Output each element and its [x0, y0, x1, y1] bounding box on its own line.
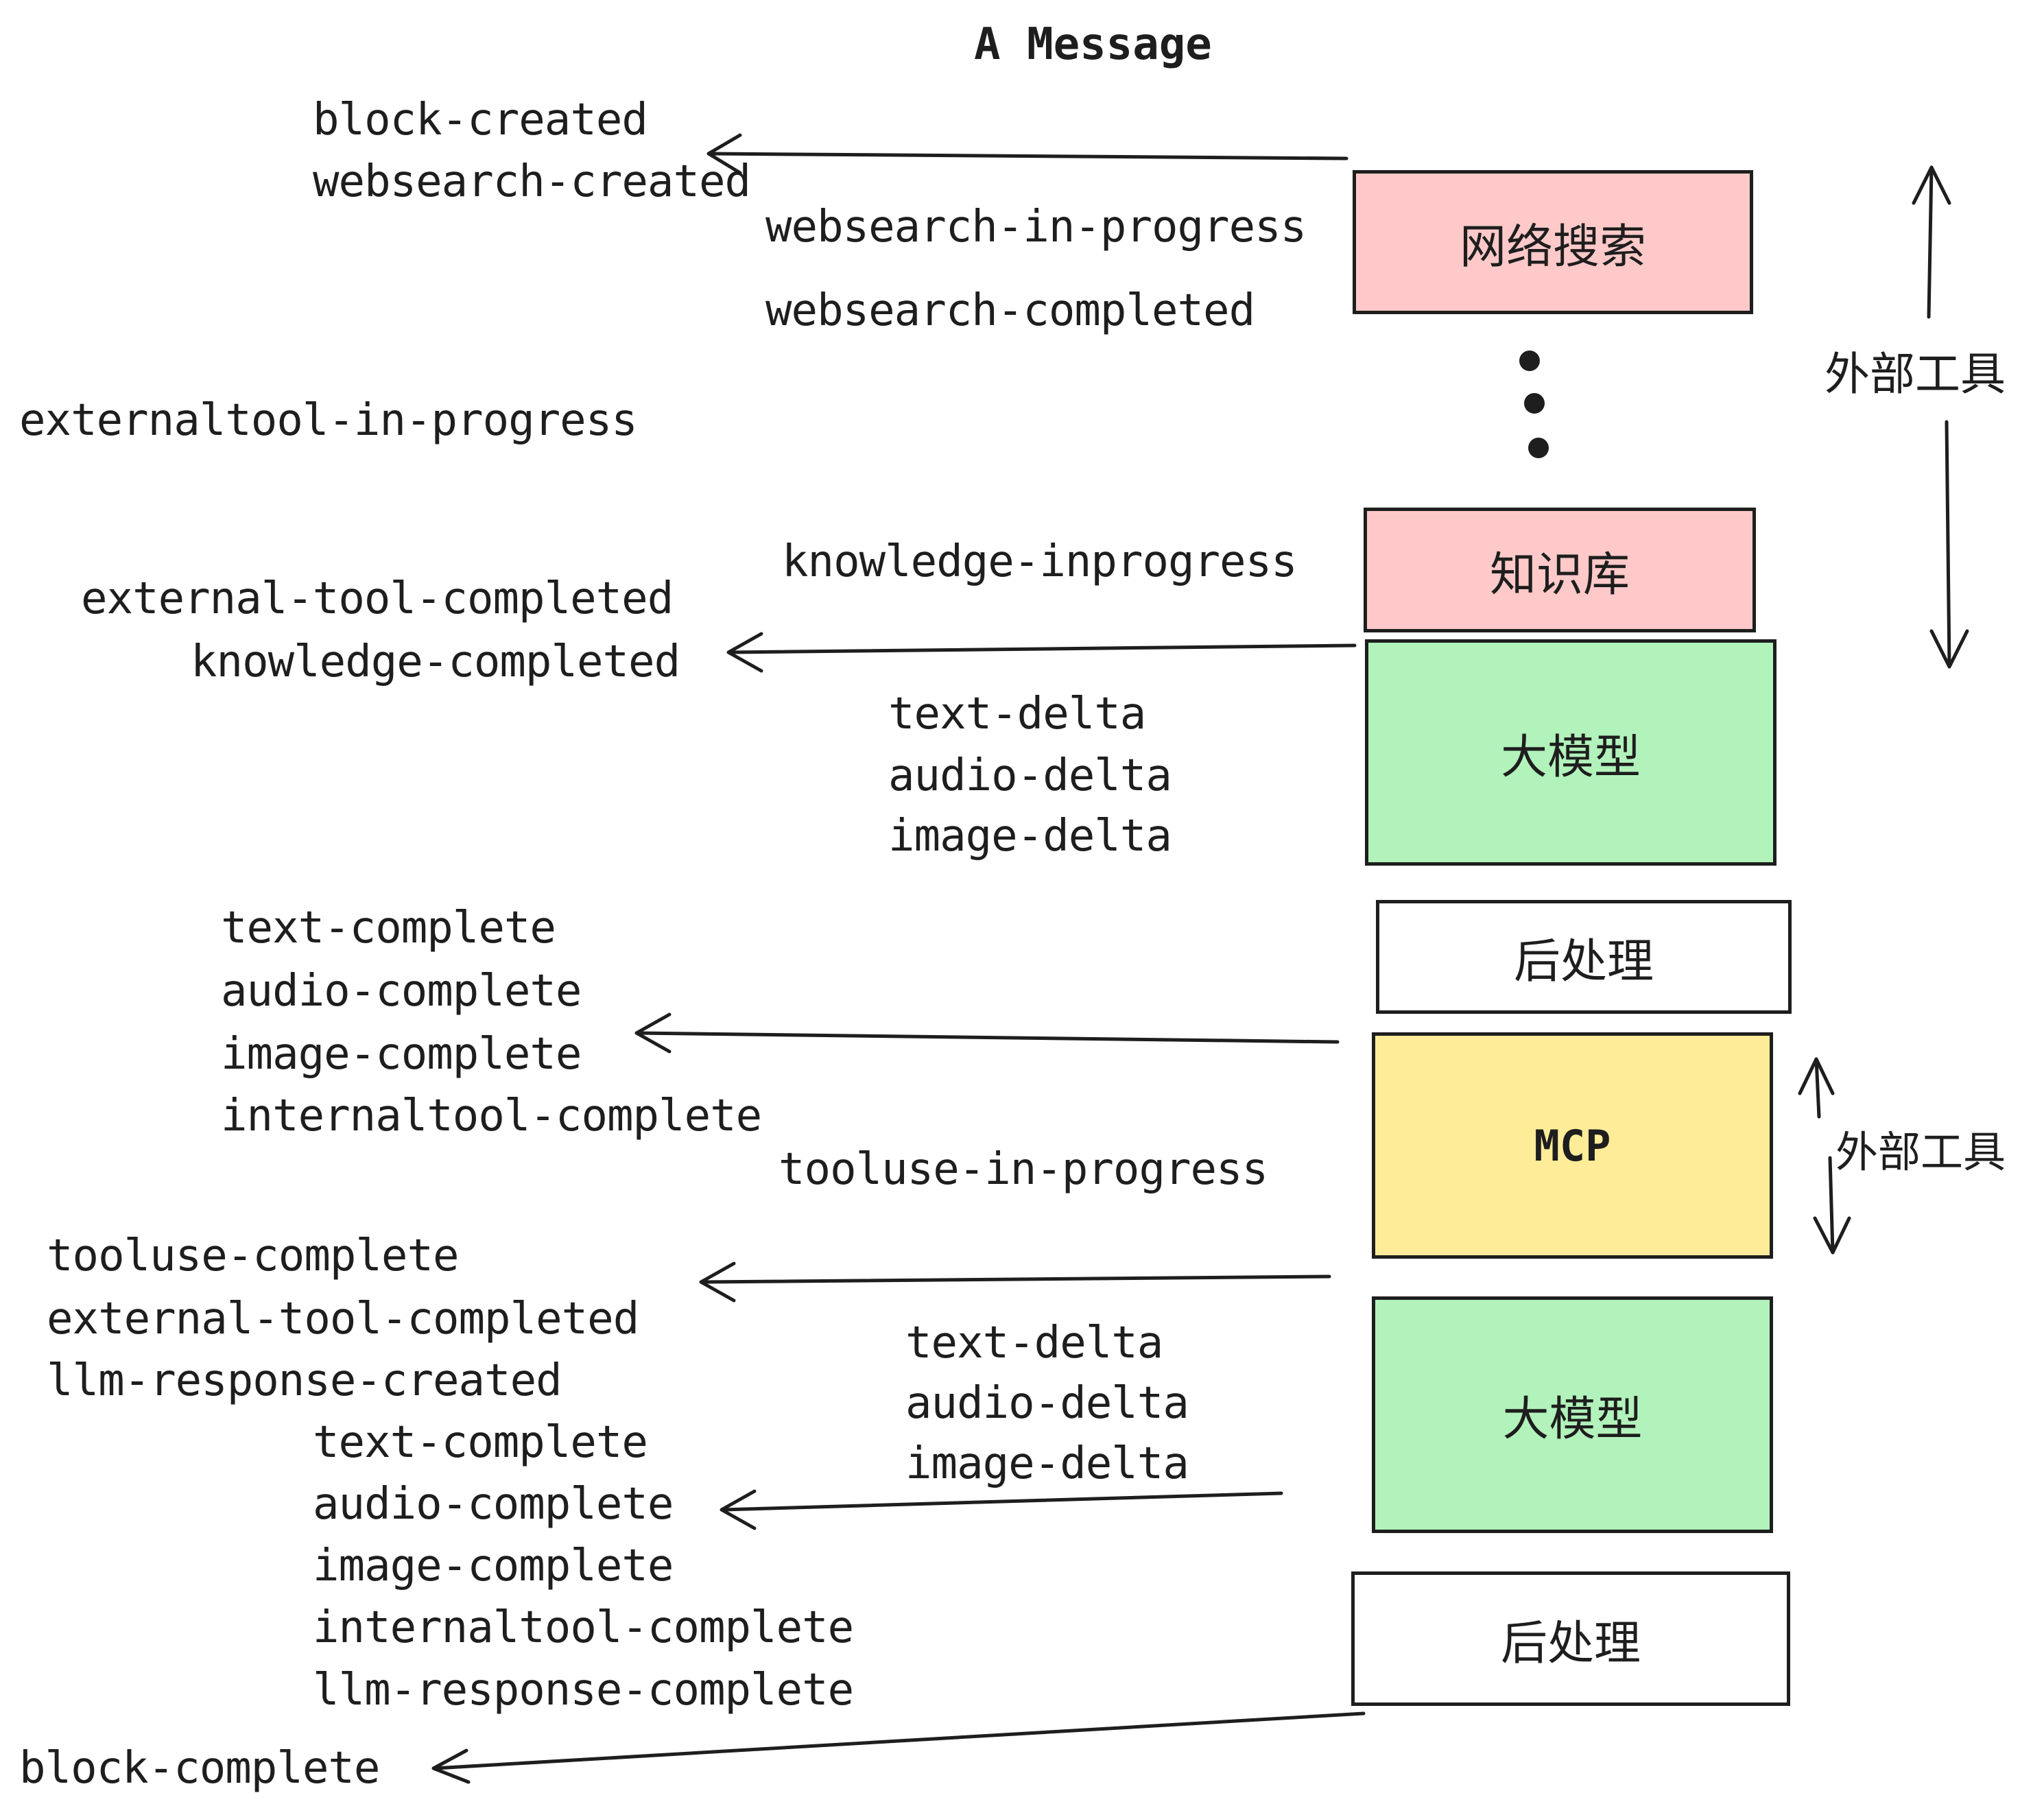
event-knowledge-inprogress: knowledge-inprogress	[782, 536, 1298, 587]
external-tools-up-arrow-bottom	[1798, 1057, 1835, 1119]
event-block-created: block-created	[313, 95, 648, 145]
arrow-to-audio-complete	[720, 1489, 1283, 1530]
llm-box-2: 大模型	[1372, 1296, 1773, 1533]
postprocess-box-1: 后处理	[1376, 900, 1792, 1014]
event-websearch-completed: websearch-completed	[765, 285, 1255, 336]
arrow-to-knowledge-completed	[726, 632, 1357, 673]
event-block-complete: block-complete	[19, 1743, 380, 1794]
external-tools-label-top: 外部工具	[1825, 348, 2006, 401]
event-image-delta-1: image-delta	[888, 811, 1172, 862]
external-tools-down-arrow-top	[1929, 420, 1969, 669]
event-knowledge-completed: knowledge-completed	[191, 637, 680, 687]
arrow-to-block-complete	[431, 1711, 1366, 1784]
event-text-complete-2: text-complete	[313, 1417, 648, 1468]
event-external-tool-completed-1: external-tool-completed	[81, 573, 674, 624]
knowledge-box: 知识库	[1364, 508, 1756, 632]
event-text-complete-1: text-complete	[221, 903, 556, 953]
event-audio-delta-1: audio-delta	[888, 750, 1172, 801]
event-text-delta-2: text-delta	[905, 1318, 1163, 1368]
event-audio-complete-2: audio-complete	[313, 1479, 674, 1530]
postprocess-box-2-label: 后处理	[1500, 1616, 1641, 1671]
event-internaltool-complete-2: internaltool-complete	[313, 1602, 854, 1653]
llm-box-1-label: 大模型	[1500, 730, 1641, 785]
arrow-to-external-tool-completed	[699, 1261, 1331, 1303]
event-llm-response-complete: llm-response-complete	[313, 1665, 854, 1716]
event-tooluse-in-progress: tooluse-in-progress	[779, 1144, 1268, 1195]
event-websearch-in-progress: websearch-in-progress	[765, 202, 1307, 252]
event-websearch-created: websearch-created	[313, 156, 751, 207]
ellipsis-dots	[1519, 351, 1549, 458]
postprocess-box-1-label: 后处理	[1513, 934, 1654, 989]
event-image-complete-2: image-complete	[313, 1541, 674, 1591]
event-tooluse-complete: tooluse-complete	[47, 1231, 459, 1281]
event-image-complete-1: image-complete	[221, 1029, 582, 1080]
websearch-box: 网络搜索	[1353, 170, 1753, 314]
event-audio-complete-1: audio-complete	[221, 966, 582, 1017]
arrow-to-image-complete	[634, 1012, 1340, 1054]
diagram-title: A Message	[974, 19, 1212, 70]
arrow-to-websearch-created	[706, 133, 1348, 175]
knowledge-box-label: 知识库	[1489, 547, 1630, 602]
external-tools-label-bottom: 外部工具	[1835, 1127, 2006, 1177]
event-text-delta-1: text-delta	[888, 689, 1146, 739]
llm-box-2-label: 大模型	[1502, 1392, 1643, 1447]
event-externaltool-in-progress: externaltool-in-progress	[19, 395, 638, 446]
event-image-delta-2: image-delta	[905, 1438, 1189, 1489]
mcp-box-label: MCP	[1534, 1120, 1611, 1171]
event-llm-response-created: llm-response-created	[47, 1355, 562, 1406]
external-tools-up-arrow-top	[1912, 165, 1951, 319]
mcp-box: MCP	[1372, 1032, 1773, 1259]
llm-box-1: 大模型	[1365, 639, 1776, 866]
websearch-box-label: 网络搜索	[1459, 219, 1646, 274]
event-audio-delta-2: audio-delta	[905, 1378, 1189, 1429]
event-external-tool-completed-2: external-tool-completed	[47, 1294, 639, 1344]
event-internaltool-complete-1: internaltool-complete	[221, 1091, 762, 1141]
postprocess-box-2: 后处理	[1351, 1571, 1790, 1706]
